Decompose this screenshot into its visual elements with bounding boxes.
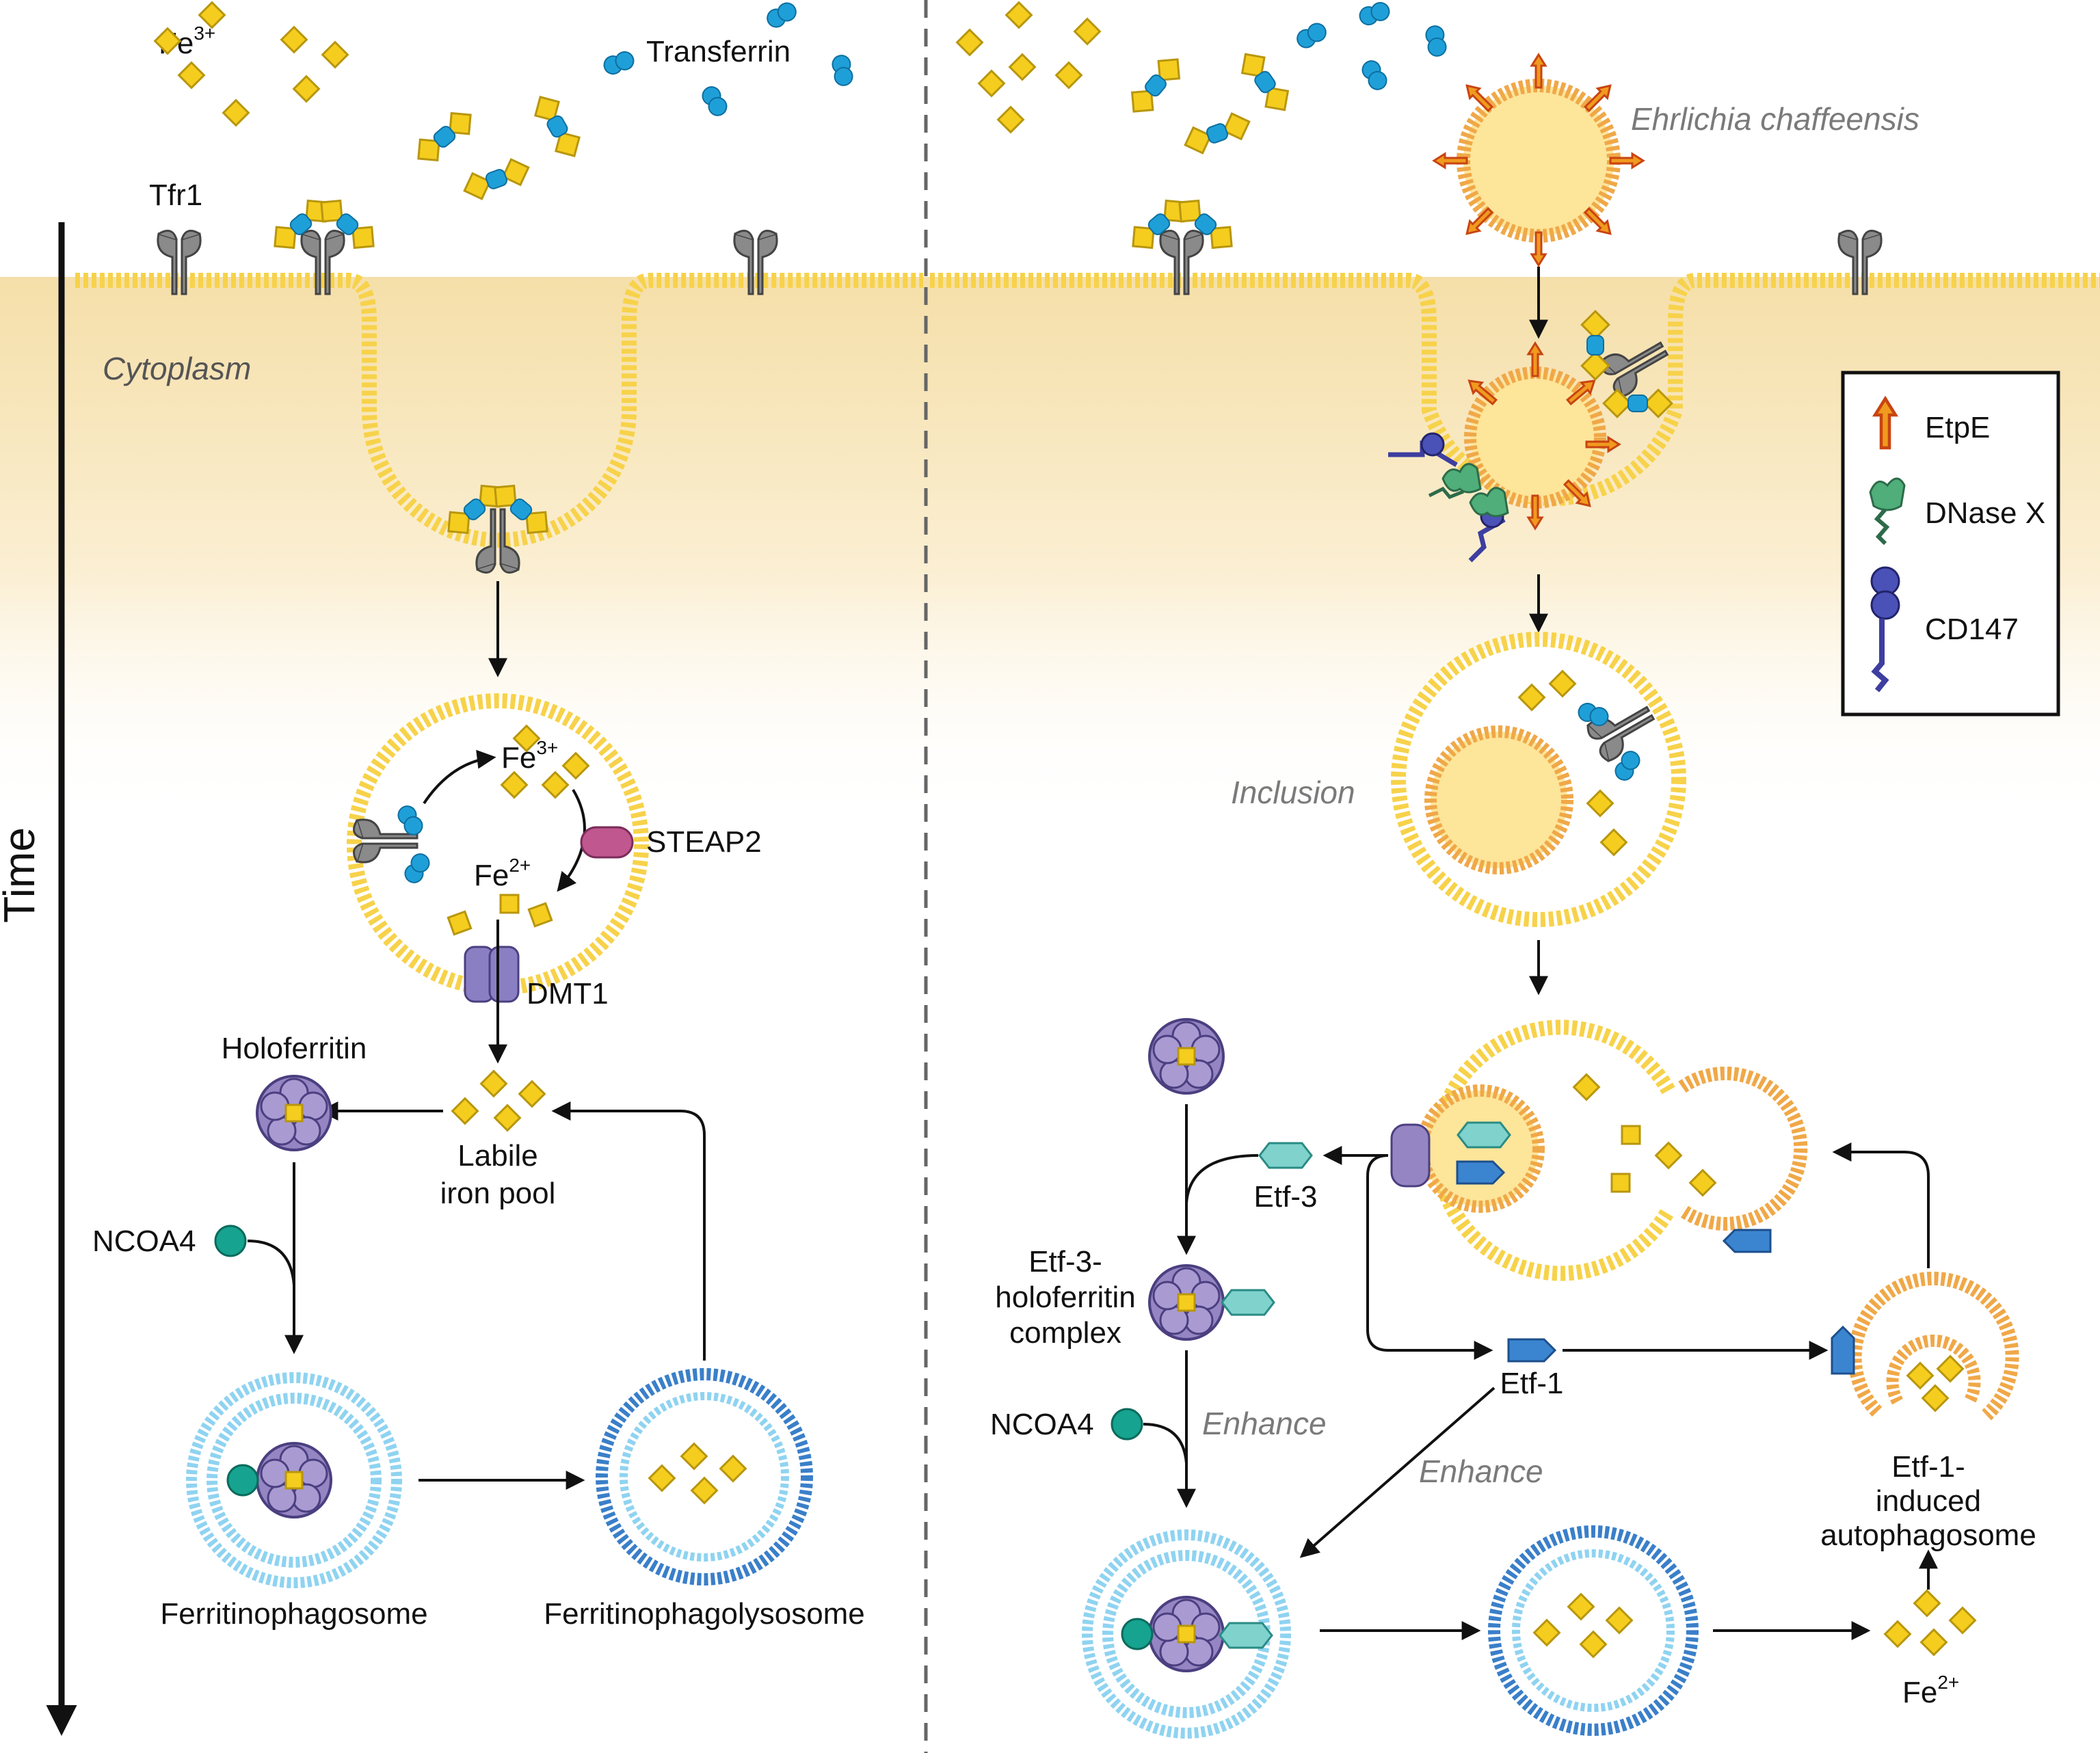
legend-box: EtpE DNase X CD147 — [1841, 371, 2060, 717]
etf1-auto-label-1: Etf-1- — [1891, 1450, 1965, 1484]
etf3-in-bacterium — [1457, 1121, 1511, 1149]
etf1-auto-label-3: autophagosome — [1820, 1518, 2036, 1552]
labile-iron-pool-label-2: iron pool — [440, 1177, 556, 1210]
dnase-x-icon — [1869, 477, 1906, 546]
etf3-complex-label-3: complex — [1009, 1316, 1121, 1350]
fe2-plus-label-bottom: Fe2+ — [1902, 1672, 1959, 1709]
fusing-inclusion-bacterium — [1416, 1084, 1545, 1213]
holoferritin-label: Holoferritin — [222, 1032, 367, 1065]
transferrin-label: Transferrin — [646, 35, 790, 68]
etf3-complex-label-1: Etf-3- — [1028, 1245, 1102, 1279]
arrow-etf1-route — [1366, 1154, 1493, 1360]
released-fe2-ions — [1884, 1590, 1976, 1656]
legend-label-dnase-x: DNase X — [1925, 496, 2045, 530]
legend-item-cd147: CD147 — [1870, 566, 2019, 693]
arrow-etf3-join — [1185, 1154, 1259, 1204]
arrow-autophagosome-to-inclusion — [1832, 1142, 1930, 1268]
ferritinophagolysosome-label: Ferritinophagolysosome — [544, 1597, 865, 1631]
holoferritin-left — [256, 1075, 332, 1151]
labile-iron-pool-label-1: Labile — [457, 1139, 537, 1173]
etf3-label: Etf-3 — [1254, 1180, 1318, 1214]
enhance-label-1: Enhance — [1202, 1406, 1327, 1441]
time-axis-label: Time — [0, 827, 44, 923]
fusing-autophagosome-membrane — [1678, 1067, 1808, 1231]
legend-label-cd147: CD147 — [1925, 613, 2019, 646]
arrow-ncoa4-join-left — [247, 1240, 295, 1286]
etf3-complex-label-2: holoferritin — [995, 1281, 1135, 1314]
etf1-on-autophagosome — [1723, 1229, 1772, 1253]
ehrlichia-label: Ehrlichia chaffeensis — [1631, 101, 1919, 137]
etf3-secreted-icon — [1258, 1142, 1313, 1169]
enhance-label-2: Enhance — [1419, 1454, 1543, 1489]
legend-item-etpe: EtpE — [1875, 399, 1990, 448]
steap2-label: STEAP2 — [646, 825, 762, 859]
arrow-fe3-release — [423, 749, 496, 805]
etf3-holoferritin-complex — [1148, 1264, 1275, 1341]
arrow-ncoa4-join-right — [1143, 1423, 1188, 1464]
bacterium-binding-receptors — [1388, 310, 1676, 563]
ncoa4-label-right: NCOA4 — [990, 1408, 1094, 1441]
ferritinophagosome-left — [186, 1372, 402, 1588]
ncoa4-label-left: NCOA4 — [92, 1225, 196, 1258]
etf1-in-bacterium — [1456, 1160, 1505, 1185]
dmt1-label: DMT1 — [527, 977, 609, 1011]
ncoa4-icon-right — [1111, 1408, 1143, 1441]
plasma-membrane-left — [75, 273, 923, 548]
cd147-icon — [1870, 566, 1900, 693]
free-iron-group-left — [154, 1, 349, 126]
tfr1-label: Tfr1 — [149, 178, 202, 212]
ferritinophagosome-label-left: Ferritinophagosome — [160, 1597, 427, 1631]
legend-item-dnase-x: DNase X — [1869, 477, 2045, 546]
ehrlichia-bacterium — [1433, 53, 1645, 267]
free-iron-group-right — [956, 1, 1101, 133]
fe2-plus-label-endosome: Fe2+ — [474, 855, 531, 892]
etf1-label: Etf-1 — [1500, 1367, 1564, 1400]
etf1-secreted-icon — [1507, 1338, 1556, 1363]
arrow-etf1-enhance — [1299, 1387, 1496, 1558]
cytoplasm-region — [0, 277, 2100, 817]
secretion-system-icon — [1390, 1123, 1431, 1188]
dmt1-transporter-icon — [464, 946, 520, 1003]
bound-holo-transferrin-right — [1123, 191, 1242, 258]
legend-label-etpe: EtpE — [1925, 411, 1990, 444]
ferritinophagolysosome-right — [1488, 1525, 1699, 1736]
bound-holo-transferrin-left — [265, 191, 384, 258]
ferritinophagolysosome-left — [596, 1368, 813, 1585]
cytoplasm-label: Cytoplasm — [103, 351, 251, 386]
labile-iron-pool-ions — [451, 1070, 546, 1132]
holo-transferrin-group-left — [408, 89, 587, 205]
inclusion-label: Inclusion — [1231, 775, 1355, 810]
inclusion-bacterium — [1424, 725, 1573, 874]
etf1-auto-label-2: induced — [1876, 1484, 1981, 1518]
steap2-icon — [580, 826, 634, 859]
ncoa4-icon-left — [214, 1225, 247, 1257]
arrow-lysosome-to-pool — [551, 1101, 706, 1361]
holoferritin-right — [1148, 1018, 1225, 1095]
holo-transferrin-group-right — [1122, 45, 1297, 159]
ferritinophagosome-right — [1082, 1529, 1291, 1739]
etf1-induced-autophagosome — [1831, 1272, 2019, 1421]
apo-transferrin-group-right — [1293, 0, 1448, 94]
